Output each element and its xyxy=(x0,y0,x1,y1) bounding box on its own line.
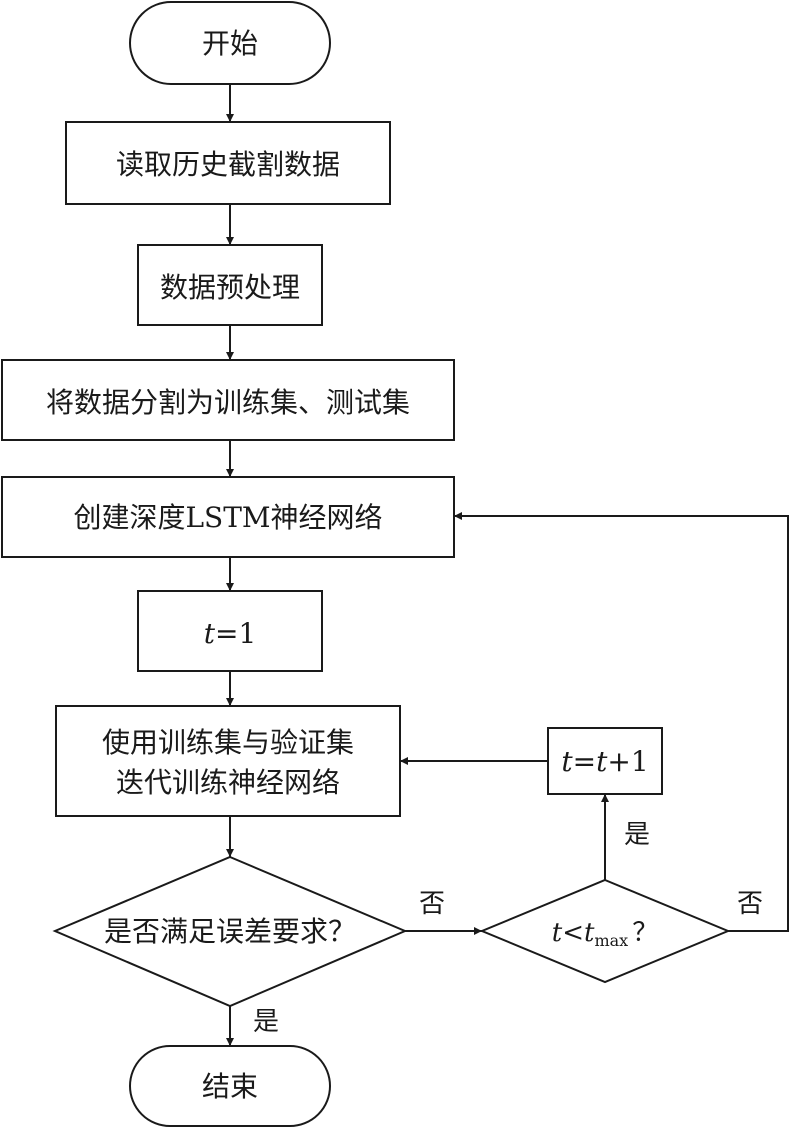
init-t-node: t=1 xyxy=(137,590,323,672)
t-decision-sub: max xyxy=(594,931,628,950)
t-decision-tvar: t xyxy=(584,918,595,948)
arrow-t-no-loop xyxy=(454,512,789,932)
increment-t-rest: +1 xyxy=(607,745,648,778)
read-data-node: 读取历史截割数据 xyxy=(65,121,391,205)
increment-t-var2: t xyxy=(596,745,608,778)
split-label: 将数据分割为训练集、测试集 xyxy=(46,386,410,419)
build-lstm-label: 创建深度LSTM神经网络 xyxy=(73,501,382,534)
read-data-label: 读取历史截割数据 xyxy=(116,148,340,181)
increment-t-var1: t xyxy=(561,745,573,778)
build-lstm-node: 创建深度LSTM神经网络 xyxy=(1,476,455,558)
train-label-line2: 迭代训练神经网络 xyxy=(116,766,340,799)
t-decision-node: t<tmax？ xyxy=(479,878,731,984)
train-label-line1: 使用训练集与验证集 xyxy=(102,726,354,759)
t-decision-op: < xyxy=(562,918,584,948)
increment-t-label: t=t+1 xyxy=(561,745,648,778)
preprocess-label: 数据预处理 xyxy=(160,271,300,304)
split-node: 将数据分割为训练集、测试集 xyxy=(1,359,455,441)
edge-label-t-yes: 是 xyxy=(624,820,650,850)
increment-t-node: t=t+1 xyxy=(547,727,663,795)
increment-t-eq: = xyxy=(573,745,596,778)
init-t-var: t xyxy=(204,617,216,650)
error-decision-label: 是否满足误差要求？ xyxy=(104,915,356,948)
edge-label-error-no: 否 xyxy=(419,889,445,919)
end-label: 结束 xyxy=(202,1070,258,1103)
end-node: 结束 xyxy=(129,1045,331,1127)
start-label: 开始 xyxy=(202,27,258,60)
preprocess-node: 数据预处理 xyxy=(137,244,323,326)
t-decision-label: t<tmax？ xyxy=(552,918,658,950)
train-node: 使用训练集与验证集 迭代训练神经网络 xyxy=(55,705,401,817)
init-t-label: t=1 xyxy=(204,617,257,650)
t-decision-var: t xyxy=(552,918,563,948)
start-node: 开始 xyxy=(129,1,331,85)
t-decision-q: ？ xyxy=(632,918,658,948)
edge-label-t-no: 否 xyxy=(737,889,763,919)
init-t-rest: =1 xyxy=(215,617,256,650)
error-decision-node: 是否满足误差要求？ xyxy=(52,855,408,1008)
edge-label-error-yes: 是 xyxy=(253,1007,279,1037)
